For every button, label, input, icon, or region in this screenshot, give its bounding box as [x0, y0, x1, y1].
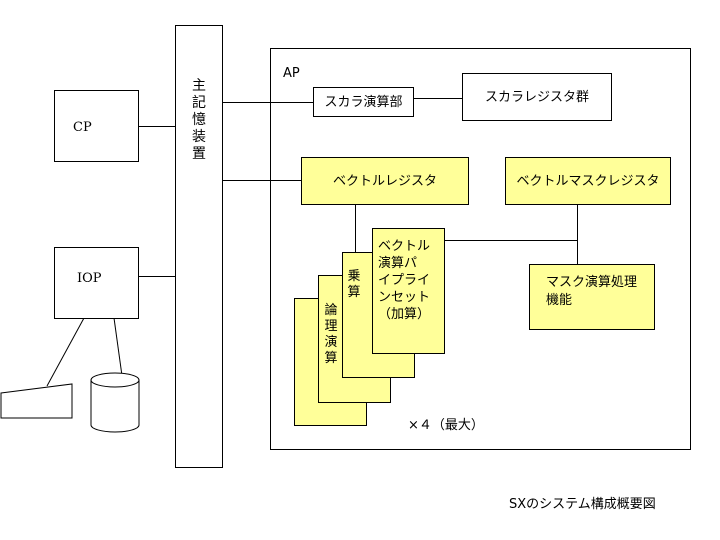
scalar-registers-label: スカラレジスタ群	[484, 89, 589, 105]
iop-label: IOP	[77, 271, 102, 286]
scalar-unit-label: スカラ演算部	[324, 94, 403, 110]
mask-unit-box: マスク演算処理 機能	[529, 264, 655, 330]
multiplier-note: ×４（最大）	[408, 418, 484, 433]
vector-mask-register-box: ベクトルマスクレジスタ	[505, 157, 671, 205]
ap-frame	[270, 48, 691, 450]
vector-register-pipeline-line	[355, 204, 356, 252]
scalar-registers-box: スカラレジスタ群	[462, 73, 612, 121]
scalar-unit-box: スカラ演算部	[313, 87, 414, 117]
cp-memory-line	[138, 126, 175, 127]
cp-box: CP	[54, 90, 139, 162]
logic-pipeline-label: 論理演算	[324, 303, 338, 366]
iop-memory-line	[138, 276, 175, 277]
add-pipeline-line-3: イプライ	[378, 273, 431, 288]
add-pipeline-line-1: ベクトル	[378, 239, 431, 254]
memory-scalar-line	[222, 102, 313, 103]
vector-register-box: ベクトルレジスタ	[301, 157, 469, 205]
mask-unit-line-2: 機能	[546, 293, 573, 308]
mask-unit-line-1: マスク演算処理	[546, 275, 638, 290]
ap-label: AP	[283, 66, 300, 81]
main-memory-label: 主記憶装置	[192, 78, 206, 162]
add-pipeline-line-4: ンセット	[378, 290, 431, 305]
vector-mask-register-label: ベクトルマスクレジスタ	[516, 173, 660, 189]
iop-box: IOP	[54, 247, 139, 319]
cp-label: CP	[73, 120, 92, 135]
memory-vector-register-line	[222, 180, 301, 181]
scalar-registers-line	[413, 98, 462, 99]
add-pipeline-box: ベクトル 演算パ イプライ ンセット （加算）	[372, 228, 445, 354]
mul-pipeline-label: 乗算	[347, 269, 361, 300]
add-pipeline-line-5: （加算）	[378, 307, 431, 322]
figure-caption: SXのシステム構成概要図	[509, 497, 656, 512]
pipeline-mask-line	[444, 240, 577, 241]
main-memory-box: 主記憶装置	[175, 25, 223, 468]
vector-register-label: ベクトルレジスタ	[332, 173, 437, 189]
mask-unit-label: マスク演算処理 機能	[546, 274, 637, 310]
mask-register-line	[577, 204, 578, 264]
add-pipeline-line-2: 演算パ	[378, 256, 418, 271]
add-pipeline-label: ベクトル 演算パ イプライ ンセット （加算）	[378, 238, 430, 323]
